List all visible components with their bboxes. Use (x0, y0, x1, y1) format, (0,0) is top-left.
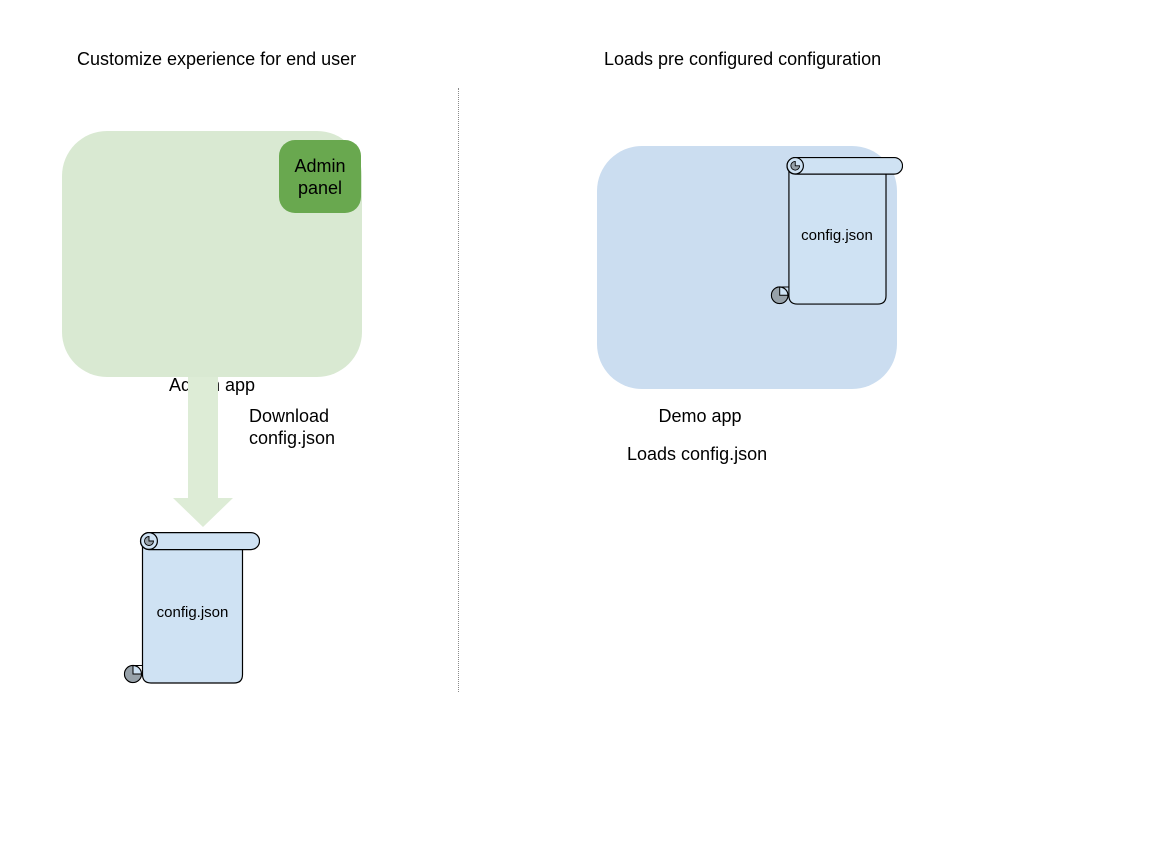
loads-caption: Loads config.json (627, 444, 768, 464)
config-json-label: config.json (156, 604, 229, 621)
download-arrow-icon (173, 377, 233, 527)
right-section-title: Loads pre configured configuration (604, 49, 882, 69)
left-section-title: Customize experience for end user (77, 49, 357, 69)
config-json-label: config.json (801, 227, 873, 244)
admin-app-box: Admin app Admin panel (62, 131, 362, 395)
config-json-scroll-icon: config.json (770, 157, 903, 305)
admin-panel-label: Admin panel (294, 155, 346, 198)
section-divider (458, 88, 459, 692)
download-caption: Download config.json (249, 406, 336, 448)
config-json-scroll-icon: config.json (123, 532, 260, 684)
demo-app-label: Demo app (658, 406, 742, 426)
admin-panel-box: Admin panel (279, 140, 361, 213)
